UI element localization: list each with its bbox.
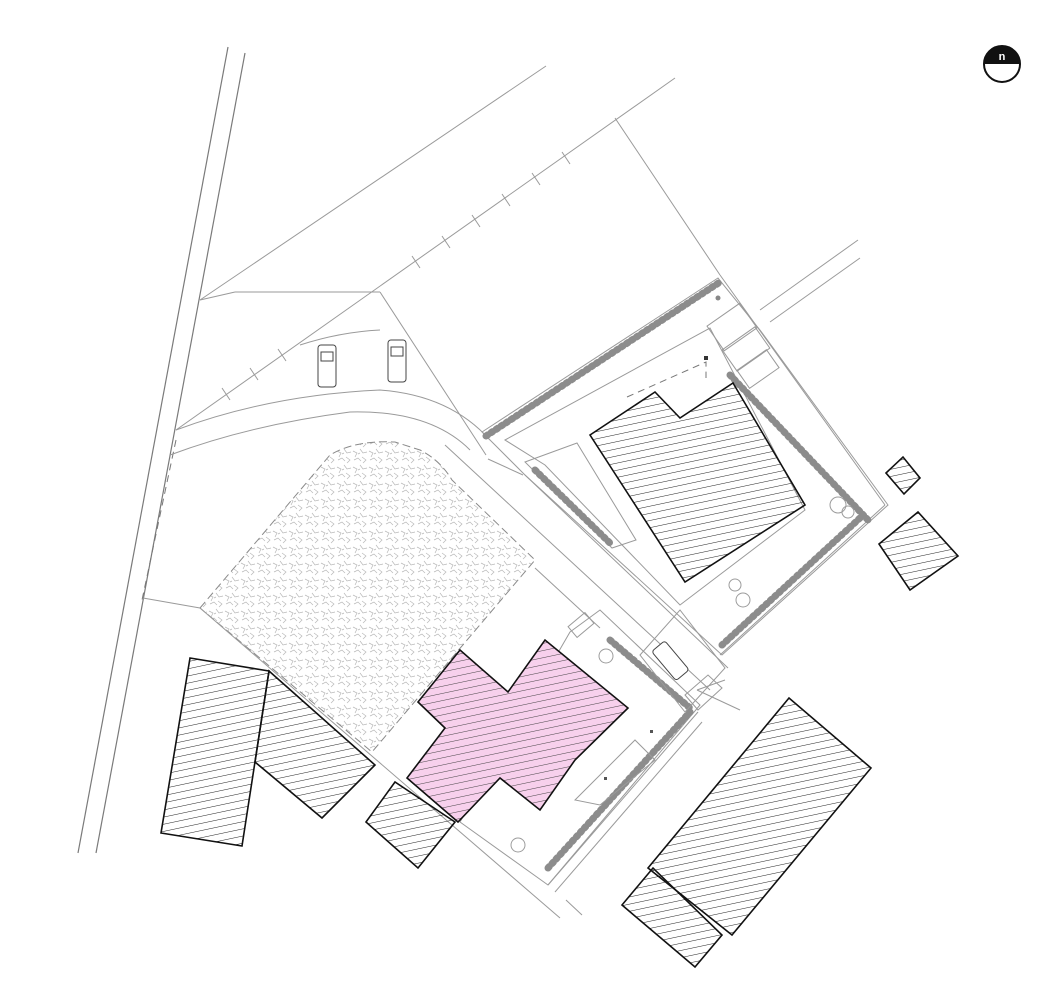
courtyard-garden xyxy=(481,277,889,853)
driveway-gate xyxy=(684,674,723,711)
building-south-small xyxy=(364,780,457,870)
building-west-1 xyxy=(160,657,270,847)
paved-plaza xyxy=(199,441,536,753)
highlighted-building xyxy=(405,638,630,824)
driveway xyxy=(639,609,726,713)
building-southeast-small xyxy=(620,866,724,969)
building-courtyard xyxy=(588,381,807,584)
building-small-ne xyxy=(884,455,922,496)
north-arrow-label: n xyxy=(999,51,1006,63)
tree-icon xyxy=(728,578,742,592)
car-icon xyxy=(387,339,407,383)
building-west-2 xyxy=(254,669,377,820)
building-east xyxy=(877,510,960,592)
tree-icon xyxy=(715,295,721,301)
shrub-icon xyxy=(829,496,847,514)
shrub-icon xyxy=(598,648,614,664)
main-road xyxy=(77,46,246,854)
north-arrow: n xyxy=(983,45,1021,83)
shrub-icon xyxy=(510,837,526,853)
parked-car-2 xyxy=(387,339,407,383)
access-road xyxy=(142,65,861,609)
parked-car-1 xyxy=(317,344,337,388)
car-icon xyxy=(652,641,689,680)
side-garden xyxy=(459,609,701,886)
car-icon xyxy=(317,344,337,388)
parking-stalls xyxy=(221,151,571,401)
driveway-car xyxy=(652,641,689,680)
building-southeast-large xyxy=(646,696,873,937)
